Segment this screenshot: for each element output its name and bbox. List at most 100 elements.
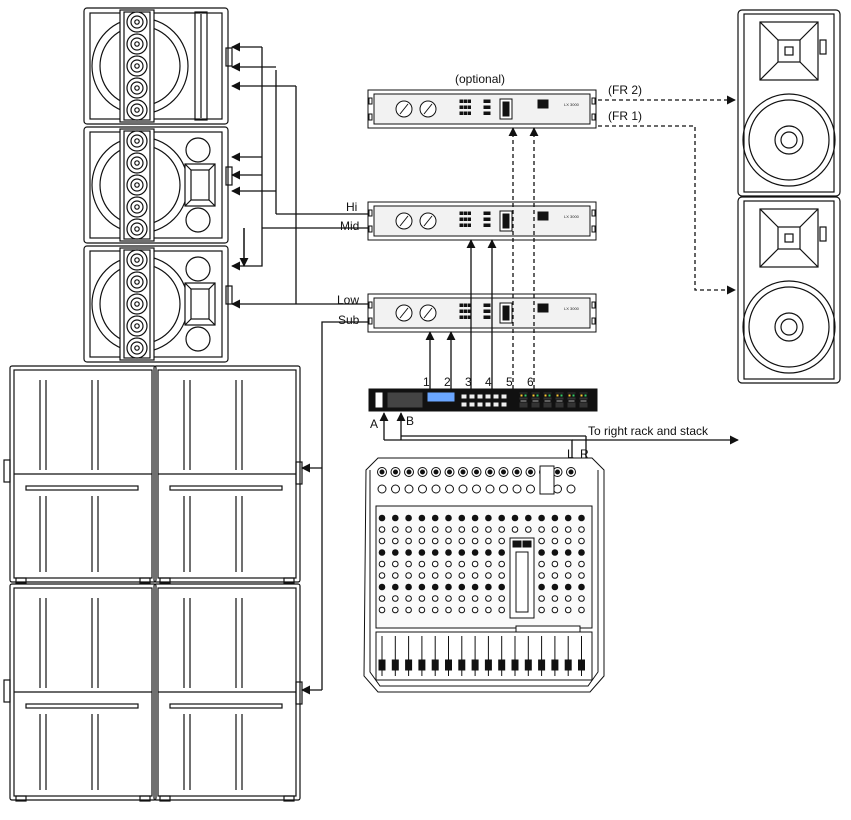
channel-knob — [392, 595, 399, 602]
channel-knob — [445, 526, 452, 533]
tweeter-horn — [184, 282, 216, 326]
channel-knob — [511, 526, 519, 533]
rear-input-jack — [553, 484, 562, 494]
rear-input-jack — [431, 484, 441, 494]
channel-knob — [578, 526, 585, 533]
channel-fader — [484, 659, 492, 671]
channel-fader — [511, 659, 519, 671]
channel-knob — [431, 526, 439, 533]
wire-to-cab3-a — [231, 228, 263, 271]
rear-input-jack — [404, 484, 414, 494]
channel-knob — [445, 572, 452, 579]
channel-knob — [578, 606, 585, 614]
mixer-l-label: L — [567, 447, 574, 461]
crossover-button — [476, 401, 484, 408]
mixer-l-out — [384, 439, 573, 458]
channel-knob — [538, 606, 545, 614]
channel-fader — [405, 659, 413, 671]
channel-knob — [471, 537, 479, 545]
crossover-unit — [368, 388, 598, 412]
channel-knob — [485, 549, 492, 556]
channel-knob — [498, 526, 506, 533]
channel-fader — [578, 659, 585, 671]
optional-amplifier: LX 3000 — [367, 89, 597, 129]
channel-knob — [445, 537, 452, 545]
channel-knob — [578, 514, 585, 522]
channel-fader — [498, 659, 506, 671]
channel-knob — [378, 526, 386, 533]
channel-knob — [471, 526, 479, 533]
channel-knob — [578, 537, 585, 545]
channel-knob — [445, 595, 452, 602]
channel-knob — [564, 572, 572, 579]
channel-knob — [405, 514, 412, 522]
channel-knob — [471, 549, 479, 556]
channel-knob — [538, 583, 545, 591]
channel-knob — [564, 537, 572, 545]
output-4-label: 4 — [485, 375, 492, 389]
channel-knob — [431, 606, 439, 614]
channel-knob — [578, 572, 585, 579]
channel-knob — [551, 526, 559, 533]
mixing-console — [363, 457, 605, 693]
crossover-input-jack — [374, 391, 384, 409]
mid-driver — [126, 130, 148, 152]
low-sub-amplifier: LX 3000 — [367, 293, 597, 333]
channel-knob — [378, 572, 386, 579]
channel-knob — [538, 514, 545, 522]
mid-driver — [126, 77, 148, 99]
mid-driver — [126, 99, 148, 121]
channel-knob — [392, 514, 399, 522]
mixer-power-connector — [539, 465, 555, 495]
channel-knob — [418, 526, 426, 533]
hi-label: Hi — [346, 200, 357, 214]
channel-knob — [498, 514, 506, 522]
mid-driver — [126, 315, 148, 337]
channel-knob — [498, 572, 506, 579]
crossover-button — [492, 393, 500, 400]
channel-knob — [578, 583, 585, 591]
channel-knob — [458, 514, 466, 522]
crossover-button — [492, 401, 500, 408]
fr1-label: (FR 1) — [608, 109, 642, 123]
channel-knob — [405, 549, 412, 556]
channel-knob — [564, 560, 572, 568]
optional-amp-label: (optional) — [455, 72, 505, 86]
channel-knob — [551, 537, 559, 545]
channel-knob — [511, 514, 519, 522]
channel-knob — [525, 526, 532, 533]
channel-fader — [431, 659, 439, 671]
channel-knob — [498, 606, 506, 614]
channel-knob — [392, 606, 399, 614]
crossover-button — [460, 401, 468, 408]
mid-driver — [126, 293, 148, 315]
amp-model-label: LX 3000 — [564, 306, 580, 311]
channel-knob — [458, 560, 466, 568]
mid-driver — [126, 152, 148, 174]
channel-knob — [392, 537, 399, 545]
channel-knob — [378, 583, 386, 591]
output-1-label: 1 — [423, 375, 430, 389]
channel-knob — [498, 537, 506, 545]
channel-knob — [445, 514, 452, 522]
channel-knob — [471, 606, 479, 614]
crossover-display — [426, 391, 456, 403]
channel-knob — [538, 526, 545, 533]
channel-knob — [551, 606, 559, 614]
channel-fader — [564, 659, 572, 671]
channel-knob — [378, 549, 386, 556]
channel-knob — [458, 583, 466, 591]
subwoofer-cabinet — [153, 583, 301, 802]
channel-knob — [538, 560, 545, 568]
output-2-label: 2 — [444, 375, 451, 389]
rear-input-jack — [445, 484, 454, 494]
hi-mid-amplifier: LX 3000 — [367, 201, 597, 241]
channel-knob — [485, 595, 492, 602]
channel-knob — [564, 549, 572, 556]
subwoofer-cabinet — [9, 583, 157, 802]
port — [185, 256, 211, 282]
rear-input-jack — [512, 484, 522, 494]
channel-knob — [485, 606, 492, 614]
subwoofer-cabinet — [9, 365, 157, 584]
output-6-label: 6 — [527, 375, 534, 389]
